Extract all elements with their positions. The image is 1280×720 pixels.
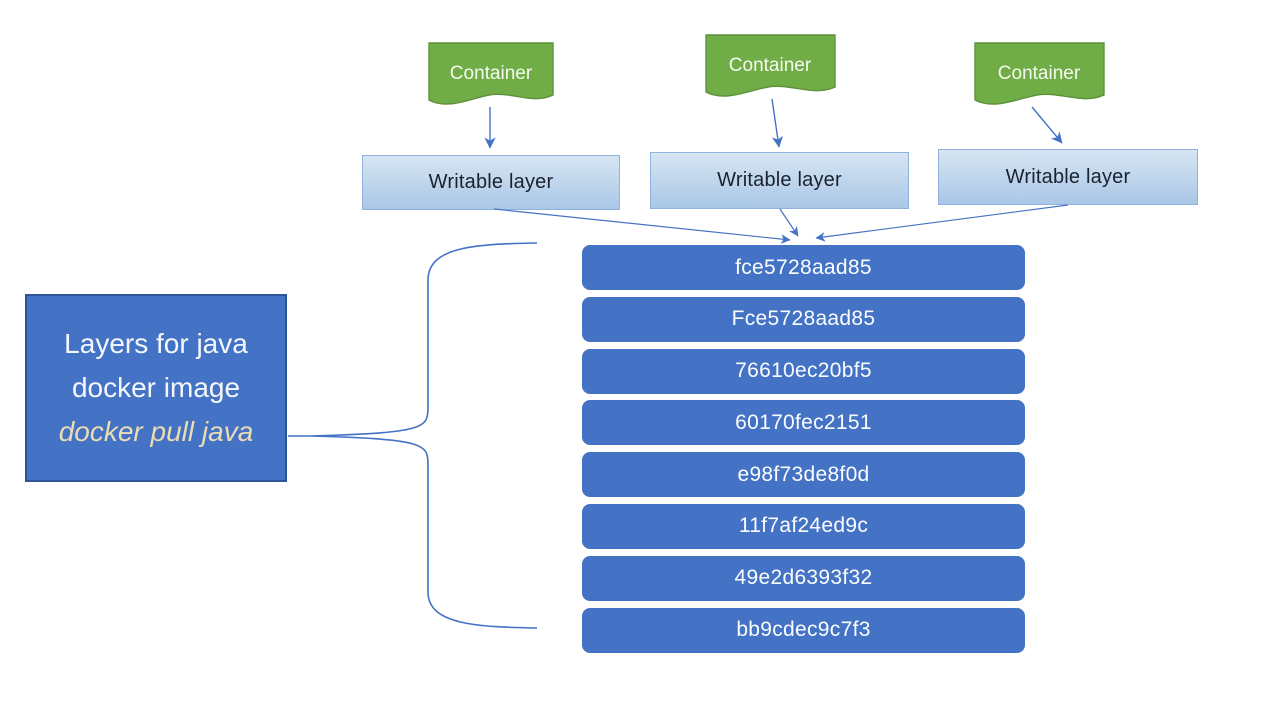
writable-layer-label: Writable layer: [717, 169, 842, 191]
image-layer-stack: fce5728aad85 Fce5728aad85 76610ec20bf5 6…: [582, 245, 1025, 653]
image-layer-row: 76610ec20bf5: [582, 348, 1025, 394]
wave-flag-icon: [974, 42, 1105, 105]
arrow-writable3-to-stack-icon: [815, 204, 1069, 242]
container-shape-2: Container: [705, 34, 836, 97]
image-layer-row: bb9cdec9c7f3: [582, 607, 1025, 653]
writable-layer-box-2: Writable layer: [650, 152, 909, 209]
curly-brace-icon: [309, 242, 538, 629]
container-label: Container: [450, 63, 533, 84]
container-label: Container: [998, 63, 1081, 84]
image-layer-id: 60170fec2151: [735, 410, 872, 434]
image-layer-id: 11f7af24ed9c: [738, 514, 869, 538]
info-box-command: docker pull java: [58, 416, 254, 447]
image-layer-id: fce5728aad85: [735, 255, 872, 279]
info-box-line-2: docker image: [71, 372, 241, 403]
container-label: Container: [729, 55, 812, 76]
image-layer-id: e98f73de8f0d: [737, 462, 870, 486]
image-layer-id: 49e2d6393f32: [734, 566, 873, 590]
image-layer-id: Fce5728aad85: [731, 307, 876, 331]
container-shape-1: Container: [428, 42, 554, 105]
image-layer-id: bb9cdec9c7f3: [736, 618, 871, 642]
image-layer-row: 49e2d6393f32: [582, 555, 1025, 601]
image-layer-row: 60170fec2151: [582, 400, 1025, 446]
writable-layer-box-3: Writable layer: [938, 149, 1198, 205]
arrow-writable1-to-stack-icon: [493, 208, 791, 244]
container-shape-3: Container: [974, 42, 1105, 105]
image-layer-row: e98f73de8f0d: [582, 452, 1025, 498]
image-layer-row: 11f7af24ed9c: [582, 503, 1025, 549]
writable-layer-box-1: Writable layer: [362, 155, 620, 210]
info-box: Layers for java docker image docker pull…: [25, 294, 287, 482]
image-layer-id: 76610ec20bf5: [735, 359, 872, 383]
image-layer-row: Fce5728aad85: [582, 296, 1025, 342]
wave-flag-icon: [705, 34, 836, 97]
arrow-writable2-to-stack-icon: [779, 208, 799, 237]
image-layer-row: fce5728aad85: [582, 245, 1025, 290]
arrow-container2-to-writable2-icon: [771, 98, 784, 148]
writable-layer-label: Writable layer: [428, 171, 554, 193]
arrow-container3-to-writable3-icon: [1031, 106, 1063, 144]
wave-flag-icon: [428, 42, 554, 105]
info-box-line-1: Layers for java: [64, 328, 248, 359]
writable-layer-label: Writable layer: [1005, 165, 1131, 188]
